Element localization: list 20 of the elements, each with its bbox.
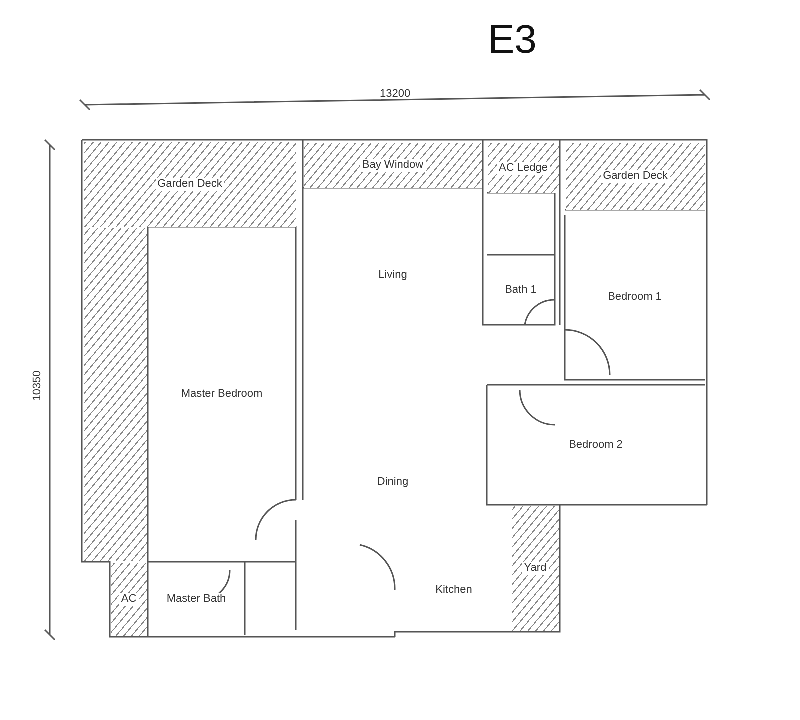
garden-deck-area <box>566 143 705 210</box>
bay-window-area <box>304 143 482 188</box>
garden-deck-area <box>84 142 296 227</box>
yard-area <box>512 506 559 631</box>
dimension-label: 10350 <box>31 370 44 402</box>
room-label: Kitchen <box>434 584 474 596</box>
room-label: Yard <box>522 562 549 575</box>
plan-title: E3 <box>488 18 537 63</box>
dimension-label: 13200 <box>380 88 411 100</box>
ac-ledge-area <box>488 143 559 193</box>
room-label: AC Ledge <box>497 162 550 174</box>
room-label: Bath 1 <box>503 284 539 296</box>
room-label: Garden Deck <box>601 170 670 183</box>
room-label: Dining <box>375 476 411 488</box>
room-label: Garden Deck <box>156 178 224 191</box>
room-label: Living <box>376 268 410 282</box>
ac-area <box>111 563 147 636</box>
room-label: Bay Window <box>360 159 426 172</box>
room-label: AC <box>119 593 139 606</box>
room-label: Bedroom 2 <box>567 438 625 452</box>
